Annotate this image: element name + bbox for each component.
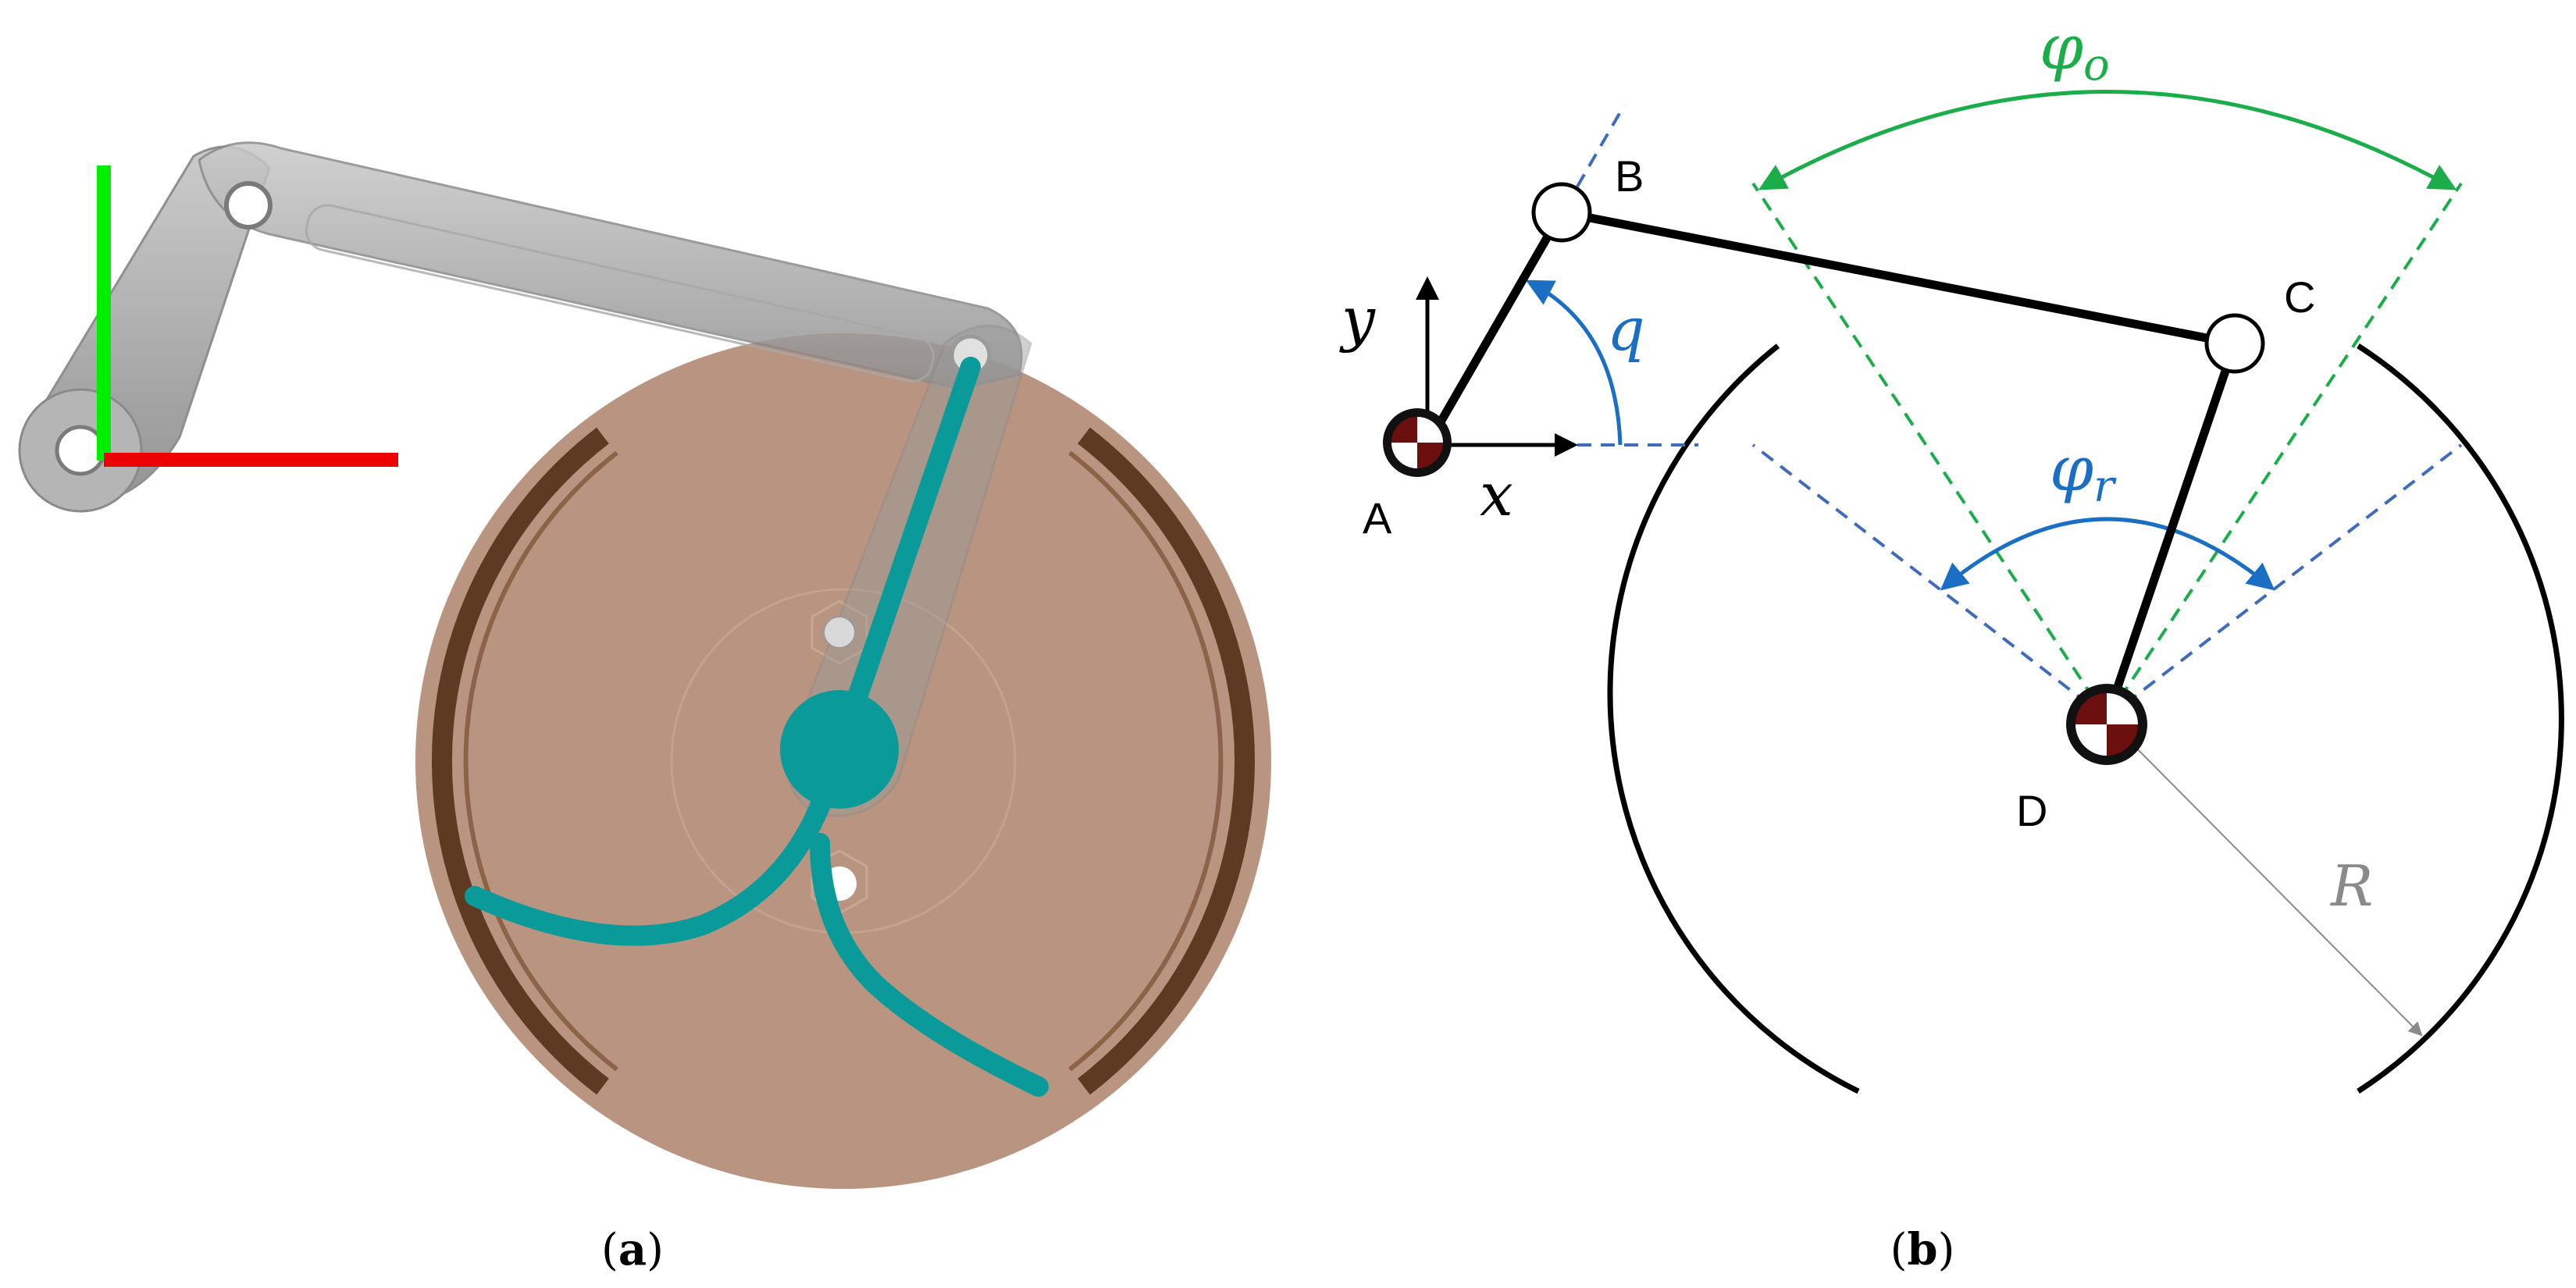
caption-a-close: ) — [647, 1225, 664, 1276]
rim-right-inner — [1068, 450, 1224, 1072]
radius-arrow — [2106, 717, 2423, 1037]
phi-r-subscript: r — [2093, 461, 2117, 512]
mechanism-links — [1423, 208, 2239, 692]
rim-right — [1078, 427, 1255, 1095]
coupler-slot — [305, 204, 935, 382]
label-b: B — [1615, 151, 1644, 201]
phi-o-arc — [1758, 90, 2457, 190]
circle-arc-left — [1607, 343, 1860, 1094]
joint-b-hole — [224, 181, 273, 229]
teal-hub — [780, 690, 899, 809]
caption-a: (a) — [601, 1224, 664, 1276]
teal-branch-left — [465, 786, 834, 946]
joint-a-quadrant-1 — [1417, 417, 1443, 443]
phi-o-ray-left — [1751, 182, 2108, 720]
phi-r-ray-left — [1751, 443, 2108, 720]
teal-rod — [829, 357, 981, 760]
q-arc — [1525, 279, 1623, 446]
teal-path — [465, 357, 1049, 1097]
hex-nut-upper — [811, 600, 868, 665]
angle-label-phi-o: φo — [2040, 11, 2110, 91]
axis-label-y: y — [1339, 284, 1376, 354]
angle-label-phi-r: φr — [2050, 432, 2117, 512]
panel-a-render — [18, 141, 1271, 1189]
rim-left-inner — [463, 450, 618, 1072]
rim-left — [432, 427, 609, 1095]
phi-o-ray-right — [2105, 182, 2463, 720]
label-d: D — [2016, 786, 2047, 835]
dashed-rays — [1564, 105, 2463, 720]
caption-b-close: ) — [1938, 1225, 1955, 1276]
caption-b-letter: b — [1907, 1224, 1937, 1276]
link-ab — [1423, 208, 1566, 450]
caption-b-open: ( — [1890, 1225, 1908, 1276]
joint-a-quadrant-2 — [1391, 443, 1417, 468]
joint-d-marker — [2066, 684, 2147, 765]
phi-o-subscript: o — [2083, 40, 2110, 91]
disc-hole-upper — [823, 616, 856, 649]
angle-label-q: q — [1607, 294, 1645, 364]
link-bc — [1557, 208, 2239, 348]
ab-extension — [1564, 105, 1626, 208]
caption-a-open: ( — [601, 1225, 618, 1276]
caption-a-letter: a — [618, 1224, 647, 1276]
joint-d-quadrant-1 — [2107, 693, 2138, 724]
teal-branch-right — [810, 833, 1049, 1097]
joint-c — [2204, 313, 2265, 374]
axis-label-x: x — [1480, 460, 1513, 529]
label-c: C — [2284, 272, 2315, 322]
phi-r-ray-right — [2105, 443, 2463, 720]
link-cd — [2113, 339, 2239, 692]
phi-r-base: φ — [2050, 432, 2093, 505]
radius-label: R — [2329, 853, 2373, 919]
joint-a-marker — [1383, 408, 1452, 477]
circle-arc-right — [2357, 343, 2564, 1094]
phi-o-base: φ — [2040, 11, 2083, 84]
joint-d-quadrant-2 — [2075, 724, 2107, 756]
phi-r-arc — [1940, 517, 2275, 591]
joint-b — [1531, 182, 1592, 243]
label-a: A — [1363, 493, 1392, 543]
caption-b: (b) — [1890, 1224, 1955, 1276]
coupler-link — [198, 141, 1023, 390]
panel-b-diagram: A B C D x y q φo φr R — [1339, 11, 2564, 1094]
